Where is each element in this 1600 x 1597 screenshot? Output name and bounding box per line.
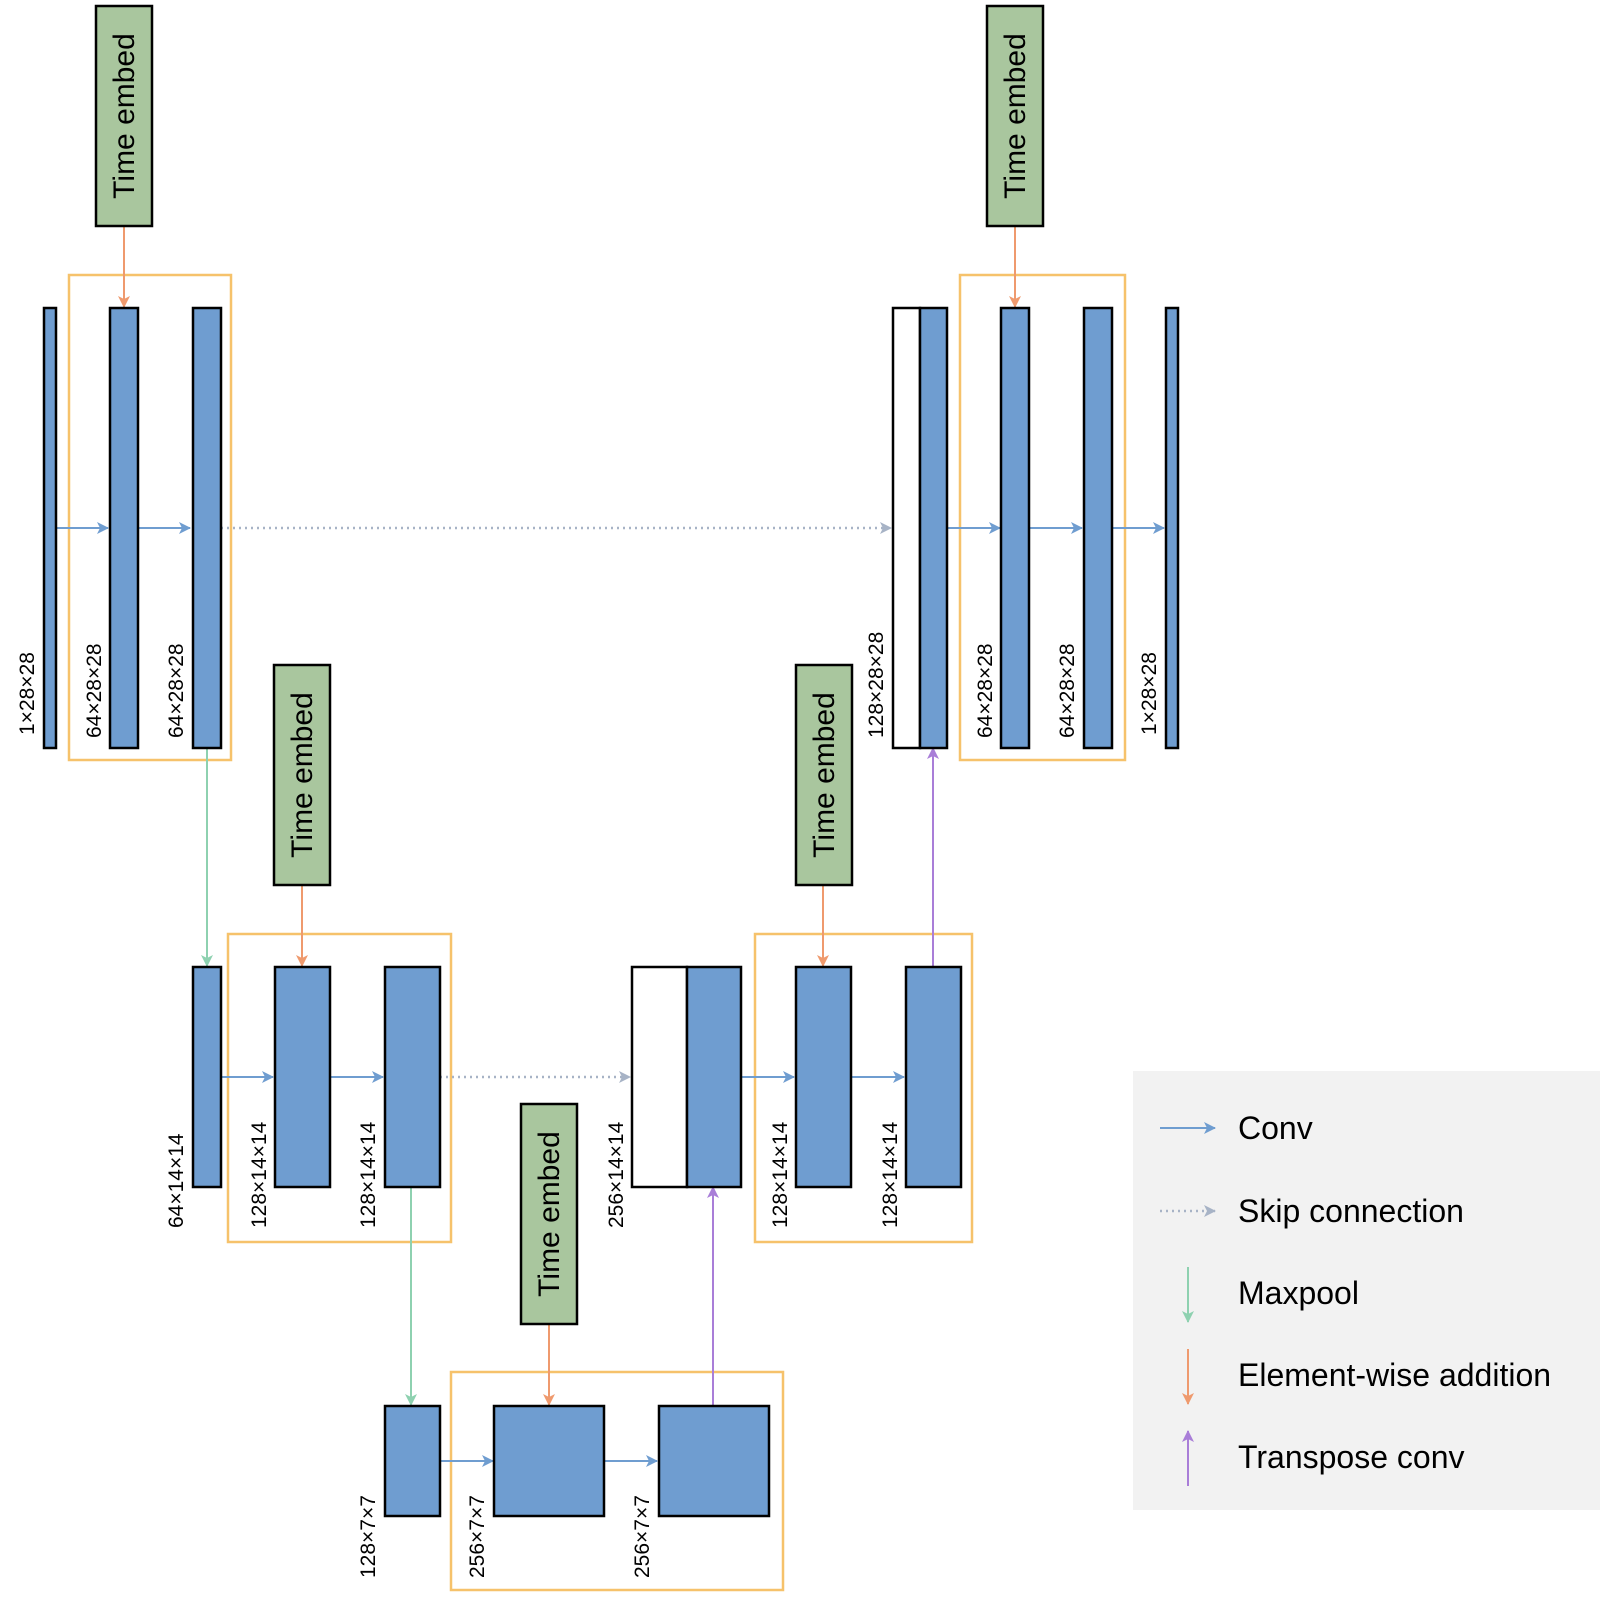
legend-skip-label: Skip connection	[1238, 1193, 1464, 1229]
dim-label-output: 1×28×28	[1138, 652, 1161, 735]
time-embed-label: Time embed	[808, 692, 841, 858]
dim-label-enc1-conv2: 64×28×28	[165, 643, 188, 738]
time-embed-label: Time embed	[999, 33, 1032, 199]
enc1-conv2-block	[191, 306, 223, 750]
dim-label-enc1-conv1: 64×28×28	[83, 643, 106, 738]
dim-label-bottleneck-conv1: 256×7×7	[466, 1495, 489, 1578]
concat2-skip-block	[630, 965, 689, 1189]
time-embed-box	[519, 1102, 579, 1326]
dim-label-pool2: 128×7×7	[357, 1495, 380, 1578]
output-block	[1164, 306, 1180, 750]
concat2-up-block	[685, 965, 743, 1189]
level2-decoder-group	[753, 932, 974, 1244]
level1-encoder-group	[67, 273, 233, 762]
bottleneck-group	[449, 1370, 785, 1592]
dim-label-bottleneck-conv2: 256×7×7	[631, 1495, 654, 1578]
legend-maxpool-label: Maxpool	[1238, 1275, 1359, 1311]
enc1-conv1-block	[108, 306, 140, 750]
dim-label-concat2: 256×14×14	[605, 1121, 628, 1228]
time-embed-box	[94, 4, 154, 228]
dec1-conv2-block	[1082, 306, 1114, 750]
dim-label-input: 1×28×28	[16, 652, 39, 735]
time-embed-box	[794, 663, 854, 887]
time-embed-label: Time embed	[108, 33, 141, 199]
bottleneck-conv2-block	[657, 1404, 771, 1518]
time-embed-box	[985, 4, 1045, 228]
dim-label-enc2-conv2: 128×14×14	[357, 1121, 380, 1228]
concat1-skip-block	[891, 306, 922, 750]
time-embed-box	[272, 663, 332, 887]
concat1-up-block	[918, 306, 949, 750]
pool2-block	[383, 1404, 442, 1518]
pool1-block	[191, 965, 223, 1189]
dec1-conv1-block	[999, 306, 1031, 750]
enc2-conv1-block	[273, 965, 332, 1189]
time-embed-label: Time embed	[533, 1131, 566, 1297]
dec2-conv1-block	[794, 965, 853, 1189]
bottleneck-conv1-block	[492, 1404, 606, 1518]
dim-label-dec1-conv2: 64×28×28	[1056, 643, 1079, 738]
dim-label-enc2-conv1: 128×14×14	[248, 1121, 271, 1228]
input-block	[42, 306, 58, 750]
dim-label-concat1: 128×28×28	[865, 632, 888, 738]
time-embed-label: Time embed	[286, 692, 319, 858]
level2-encoder-group	[226, 932, 453, 1244]
legend-conv-label: Conv	[1238, 1110, 1313, 1146]
legend-transpose-label: Transpose conv	[1238, 1439, 1464, 1475]
dec2-conv2-block	[904, 965, 963, 1189]
legend-addition-label: Element-wise addition	[1238, 1357, 1551, 1393]
dim-label-dec2-conv1: 128×14×14	[769, 1121, 792, 1228]
enc2-conv2-block	[383, 965, 442, 1189]
legend-background	[1133, 1071, 1600, 1510]
level1-decoder-group	[958, 273, 1127, 762]
dim-label-dec2-conv2: 128×14×14	[879, 1121, 902, 1228]
dim-label-pool1: 64×14×14	[165, 1133, 188, 1228]
legend: Conv Skip connection Maxpool Element-wis…	[1133, 1071, 1600, 1510]
dim-label-dec1-conv1: 64×28×28	[974, 643, 997, 738]
